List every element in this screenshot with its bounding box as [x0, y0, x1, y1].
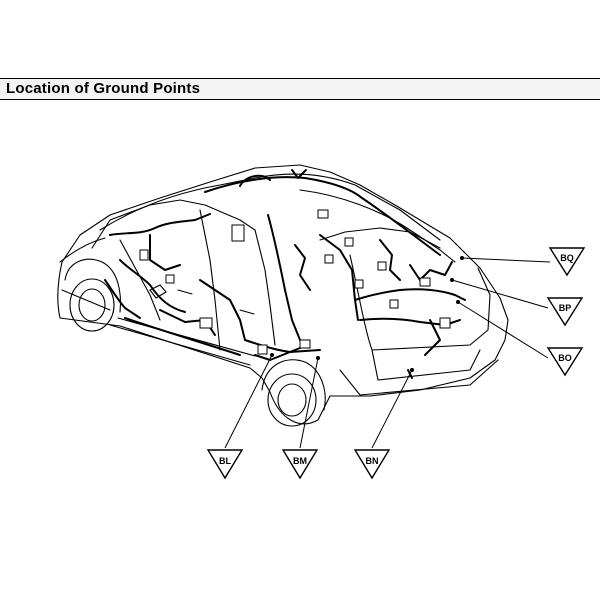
ground-point-bp: BP: [546, 297, 584, 327]
leader-lines: [224, 257, 551, 449]
ground-point-bn: BN: [353, 449, 391, 480]
ground-label-bn: BN: [366, 456, 379, 466]
car-body-outline: [57, 164, 509, 425]
leader-bo: [457, 301, 549, 359]
page-title: Location of Ground Points: [6, 80, 201, 97]
front-wheel: [69, 278, 115, 332]
leader-bl: [224, 354, 273, 449]
ground-label-bl: BL: [219, 456, 231, 466]
car-illustration: [57, 164, 509, 427]
ground-point-dots: [270, 256, 464, 372]
rear-wheel: [267, 373, 317, 427]
ground-point-bq: BQ: [548, 247, 586, 277]
windshield: [91, 199, 256, 249]
ground-label-bq: BQ: [560, 253, 574, 263]
leader-bq: [461, 257, 551, 263]
ground-label-bo: BO: [558, 353, 572, 363]
ground-point-bo: BO: [546, 347, 584, 377]
header-bar: Location of Ground Points: [0, 78, 600, 100]
leader-bm: [299, 357, 319, 449]
ground-label-bm: BM: [293, 456, 307, 466]
leader-bp: [451, 279, 549, 309]
ground-point-bl: BL: [206, 449, 244, 480]
ground-point-bm: BM: [281, 449, 319, 480]
connectors: [139, 209, 451, 355]
leader-bn: [371, 369, 413, 449]
ground-label-bp: BP: [559, 303, 572, 313]
